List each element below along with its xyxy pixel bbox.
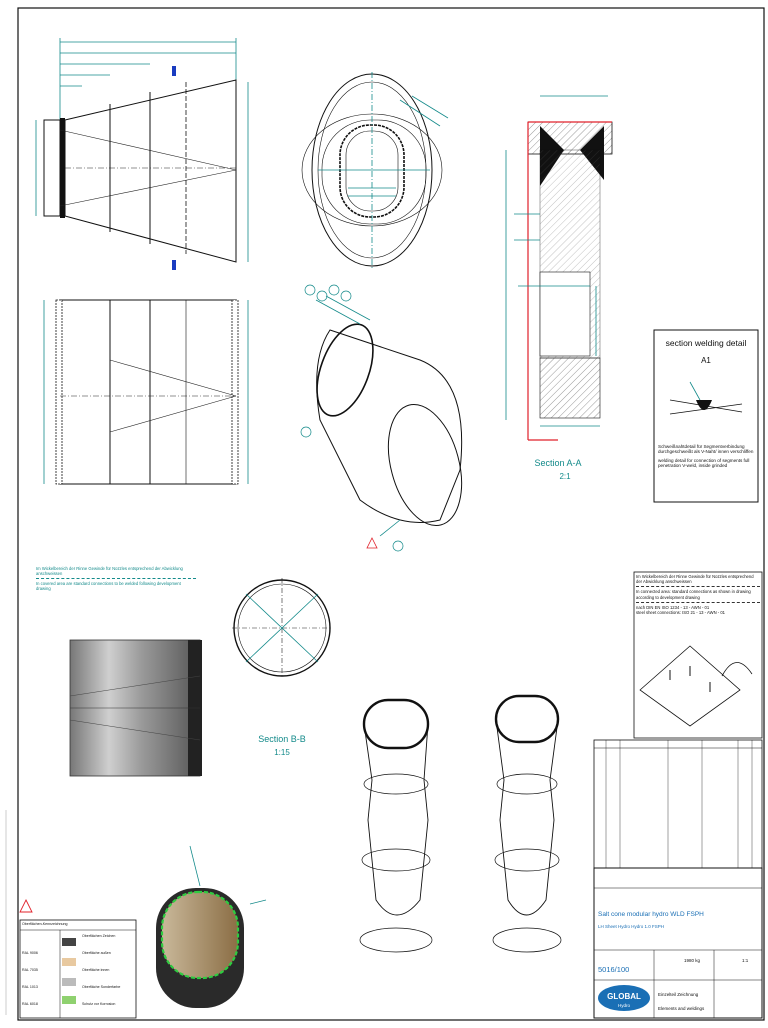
sheet-frame: [17, 7, 765, 1021]
note-right-std1: nach DIN EN ISO 1234 - 13 - AWN - 01: [636, 604, 710, 610]
drawing-desc-de: Einzelteil Zeichnung: [658, 992, 699, 997]
oval-body-left: [359, 698, 433, 953]
title-block: GLOBAL Hydro Salt cone modular hydro WLD…: [593, 867, 763, 1019]
coating-table: [19, 919, 137, 1019]
drawing-weight: 1980 kg: [684, 958, 701, 963]
cone-side-view: [35, 38, 249, 270]
company-logo: [598, 985, 650, 1011]
note-block-left: Im Wickelbereich der Rinne Gewinde für N…: [36, 566, 196, 591]
coating-table-title: Oberflächen-Kennzeichnung: [22, 922, 68, 926]
coating-label: Schutz vor Korrosion: [82, 1002, 116, 1006]
coating-label: Oberfläche außen: [82, 951, 111, 955]
drawing-desc-en: Elements and weldings: [658, 1006, 705, 1011]
coating-code: RAL 6018: [22, 1002, 38, 1006]
parts-list-table: [593, 739, 763, 869]
note-block-right-frame: [633, 571, 763, 739]
note-left-en: In covered area are standard connections…: [36, 581, 181, 591]
section-bb-title: Section B-B: [258, 734, 306, 744]
company-sub: Hydro: [618, 1003, 631, 1008]
weld-note-en: welding detail for connection of segment…: [658, 457, 750, 469]
coating-label: Oberfläche innen: [82, 968, 110, 972]
coating-code: [20, 932, 64, 949]
company-name: GLOBAL: [607, 992, 641, 1001]
section-aa-title: Section A-A: [534, 458, 581, 468]
warning-triangle-icon: [19, 898, 33, 913]
isometric-cylinder-view: [300, 284, 463, 552]
oval-top-view: [301, 72, 449, 268]
weld-detail-subtitle: A1: [701, 356, 711, 365]
coating-label: Oberflächen Zeichen: [82, 934, 116, 938]
coating-table-text: Oberflächen-Kennzeichnung Oberflächen Ze…: [20, 922, 121, 1006]
weld-detail-title: section welding detail: [666, 338, 747, 348]
coating-label: Oberfläche Sonderfarbe: [82, 985, 121, 989]
coating-code: RAL 1013: [22, 985, 38, 989]
section-aa-view: Section A-A 2:1: [505, 95, 613, 481]
coating-code: RAL 7035: [22, 968, 38, 972]
note-right-en: In connected area: standard connections …: [636, 589, 751, 600]
drawing-number: 5016/100: [598, 965, 629, 974]
weld-note-de: Schweißnahtdetail für Segmentverbindung …: [658, 444, 754, 455]
weld-detail-notes: Schweißnahtdetail für Segmentverbindung …: [658, 444, 754, 469]
drawing-sheet: 1:1: [742, 958, 749, 963]
note-right-std2: steel sheet connections: ISO 21 - 13 - A…: [636, 610, 725, 616]
rendered-body-view: [69, 639, 202, 777]
plate-detail-view: [639, 645, 753, 727]
note-block-right: Im Wickelbereich der Rinne Gewinde für N…: [636, 574, 760, 616]
project-subtitle: LH Sheet Hydro Hydro 1.0 FSPH: [598, 924, 664, 929]
cylinder-side-view: [43, 299, 249, 485]
note-right-de: Im Wickelbereich der Rinne Gewinde für N…: [636, 574, 754, 585]
tube-render-view: [156, 845, 267, 1008]
oval-body-right: [492, 694, 562, 953]
section-bb-scale: 1:15: [274, 748, 290, 757]
weld-detail-box: section welding detail A1: [653, 329, 759, 503]
section-bb-view: Section B-B 1:15: [232, 578, 332, 757]
section-aa-scale: 2:1: [559, 472, 571, 481]
note-left-de: Im Wickelbereich der Rinne Gewinde für N…: [36, 566, 183, 576]
warning-triangle-icon: [366, 537, 378, 549]
coating-code: RAL 9006: [22, 951, 38, 955]
project-title: Salt cone modular hydro WLD FSPH: [598, 911, 704, 918]
